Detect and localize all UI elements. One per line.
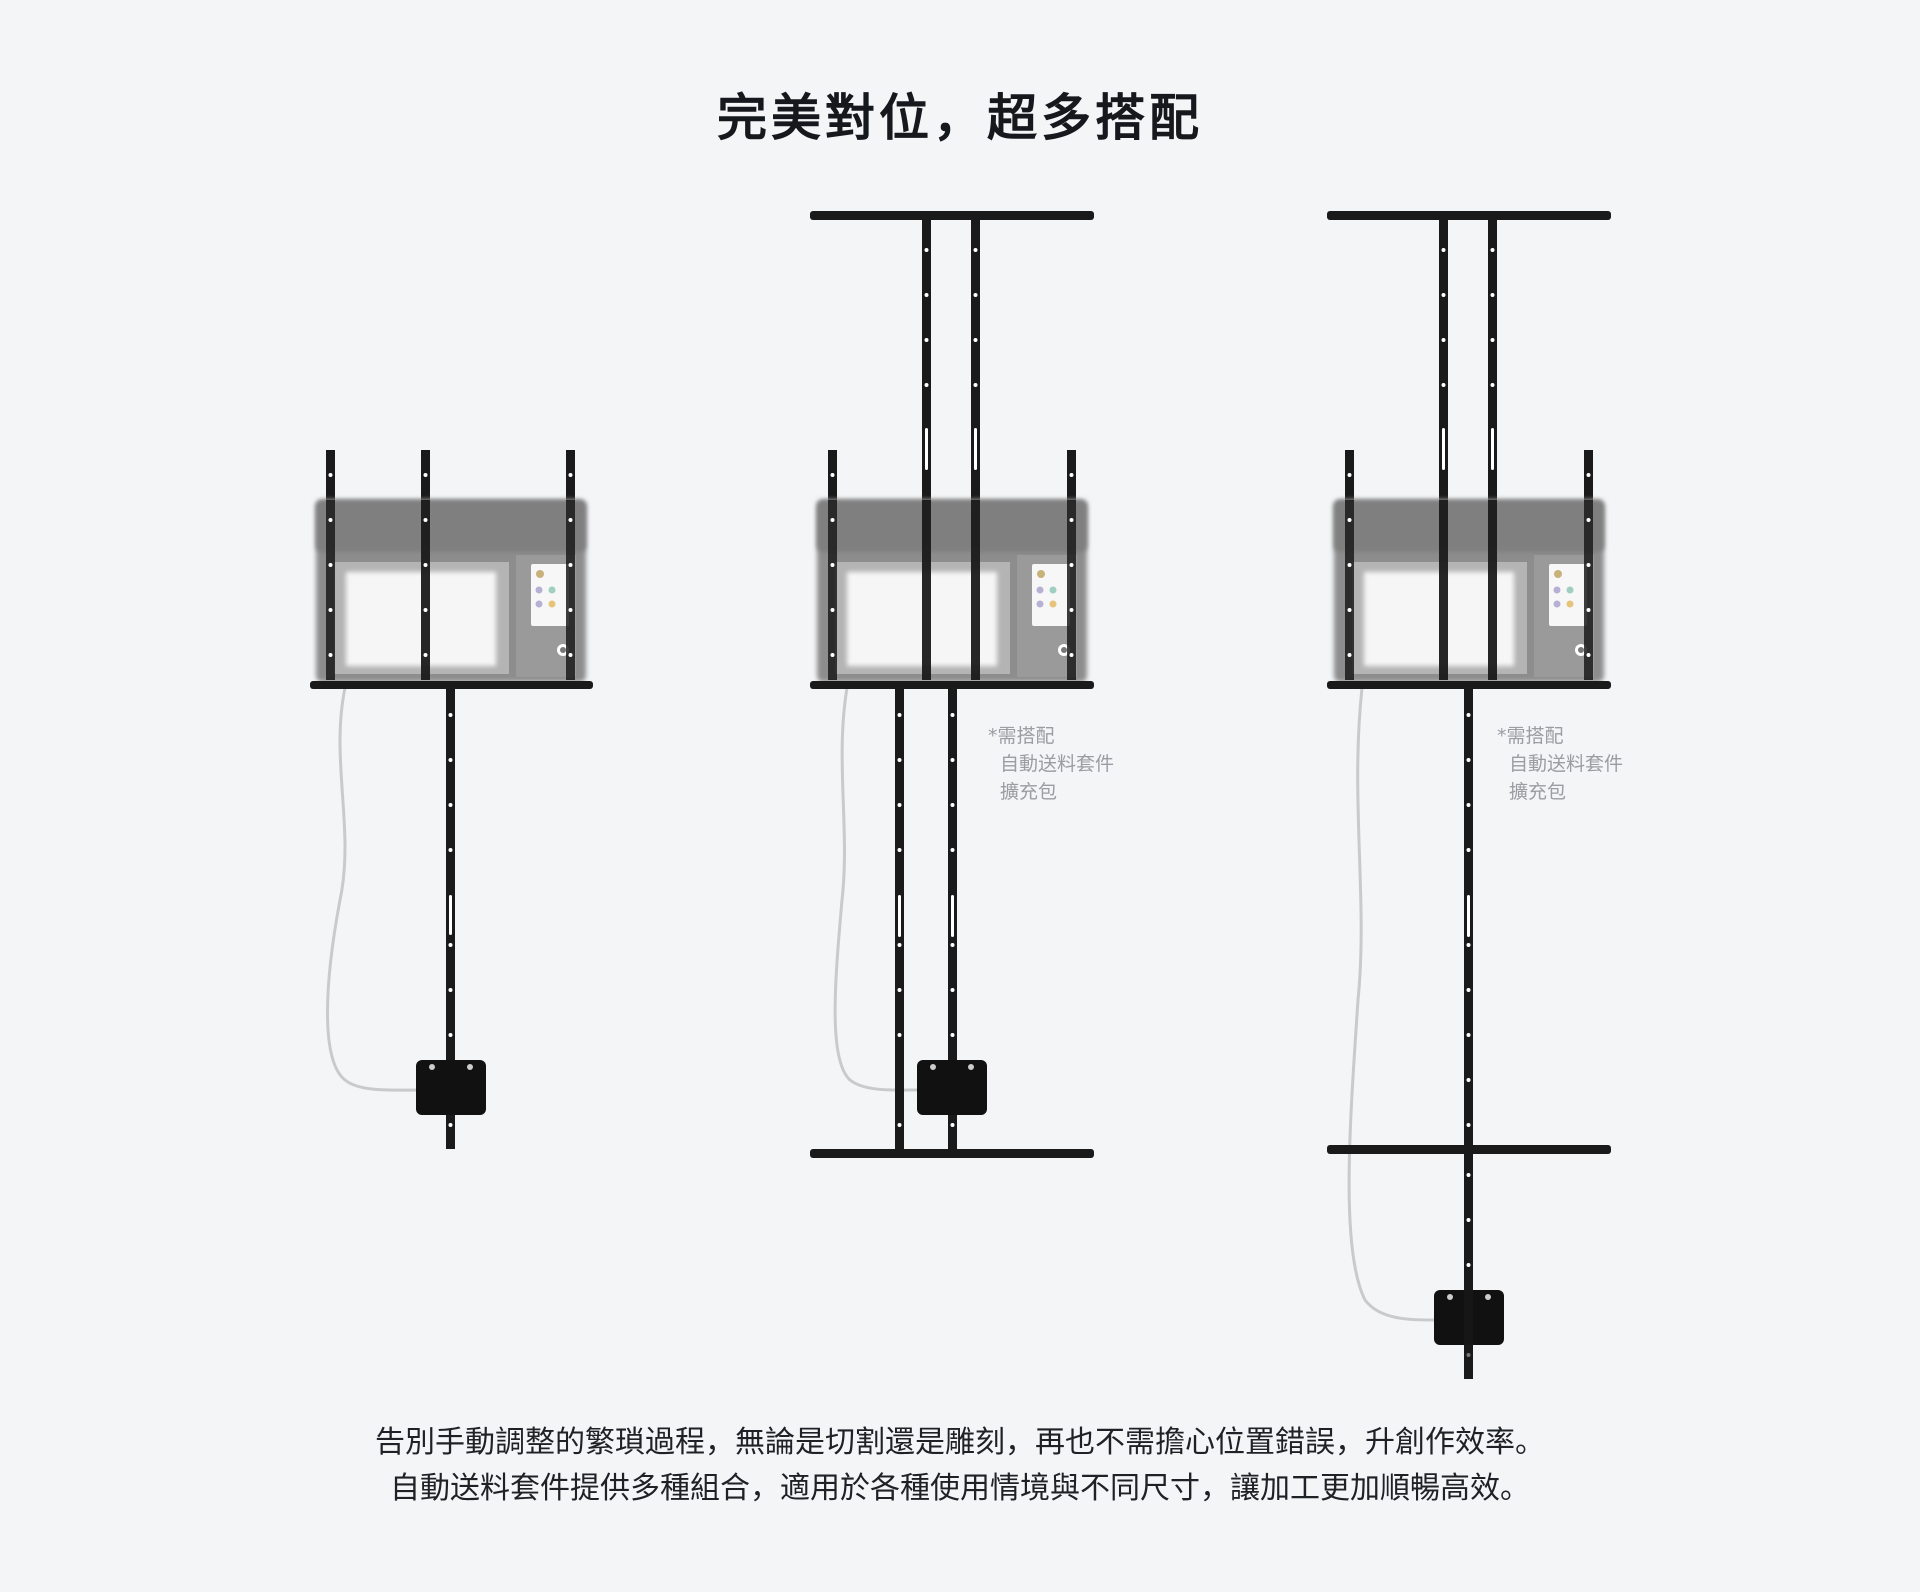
note-line-1: *需搭配 (1497, 725, 1564, 747)
note-line-2: 自動送料套件 (1000, 753, 1115, 775)
config-double-rail (810, 211, 1094, 1158)
note-line-1: *需搭配 (988, 725, 1055, 747)
description-line-2: 自動送料套件提供多種組合，適用於各種使用情境與不同尺寸，讓加工更加順暢高效。 (390, 1471, 1530, 1506)
config-standard (310, 450, 593, 1149)
note-line-2: 自動送料套件 (1509, 753, 1624, 775)
note-line-3: 擴充包 (1000, 781, 1058, 803)
page-title: 完美對位，超多搭配 (717, 89, 1203, 147)
expansion-note-2: *需搭配自動送料套件擴充包 (988, 722, 1114, 806)
description: 告別手動調整的繁瑣過程，無論是切割還是雕刻，再也不需擔心位置錯誤，升創作效率。 … (0, 1420, 1920, 1512)
expansion-note-3: *需搭配自動送料套件擴充包 (1497, 722, 1623, 806)
config-extended-rail (1327, 211, 1611, 1379)
description-line-1: 告別手動調整的繁瑣過程，無論是切割還是雕刻，再也不需擔心位置錯誤，升創作效率。 (375, 1425, 1545, 1460)
note-line-3: 擴充包 (1509, 781, 1567, 803)
